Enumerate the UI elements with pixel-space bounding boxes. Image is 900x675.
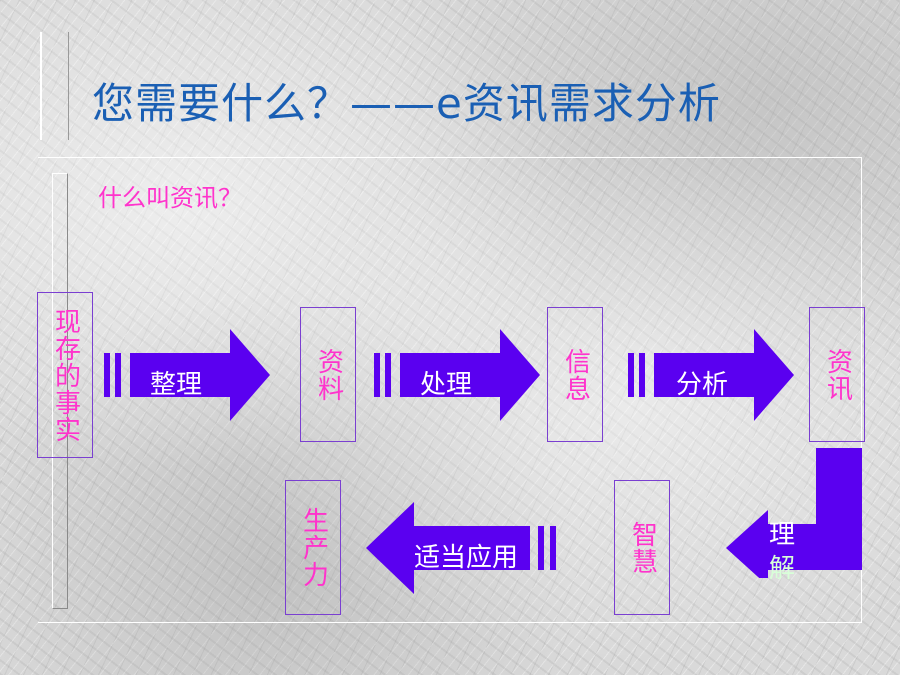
apply-label: 适当应用 xyxy=(414,543,519,573)
top-left-frame xyxy=(40,32,69,140)
left-frame-bar xyxy=(52,173,68,609)
box-facts: 现存的事实 xyxy=(37,292,93,458)
understand-arrow xyxy=(726,448,862,578)
organize-label: 整理 xyxy=(150,370,203,400)
box-intelligence: 资讯 xyxy=(809,307,865,442)
organize-arrow xyxy=(104,329,270,421)
content-frame xyxy=(38,157,862,623)
box-wisdom: 智慧 xyxy=(614,480,670,615)
analyze-label: 分析 xyxy=(676,370,729,400)
slide-subtitle: 什么叫资讯？ xyxy=(98,184,242,212)
box-data: 资料 xyxy=(300,307,356,442)
process-arrow xyxy=(374,329,540,421)
analyze-arrow xyxy=(628,329,794,421)
box-productivity: 生产力 xyxy=(285,480,341,615)
page-title: 您需要什么？——e资讯需求分析 xyxy=(92,79,721,128)
understand-label-top: 理 xyxy=(768,520,795,550)
apply-arrow xyxy=(366,502,556,594)
box-information: 信息 xyxy=(547,307,603,442)
understand-label-bottom: 解 xyxy=(768,554,795,584)
process-label: 处理 xyxy=(420,370,473,400)
